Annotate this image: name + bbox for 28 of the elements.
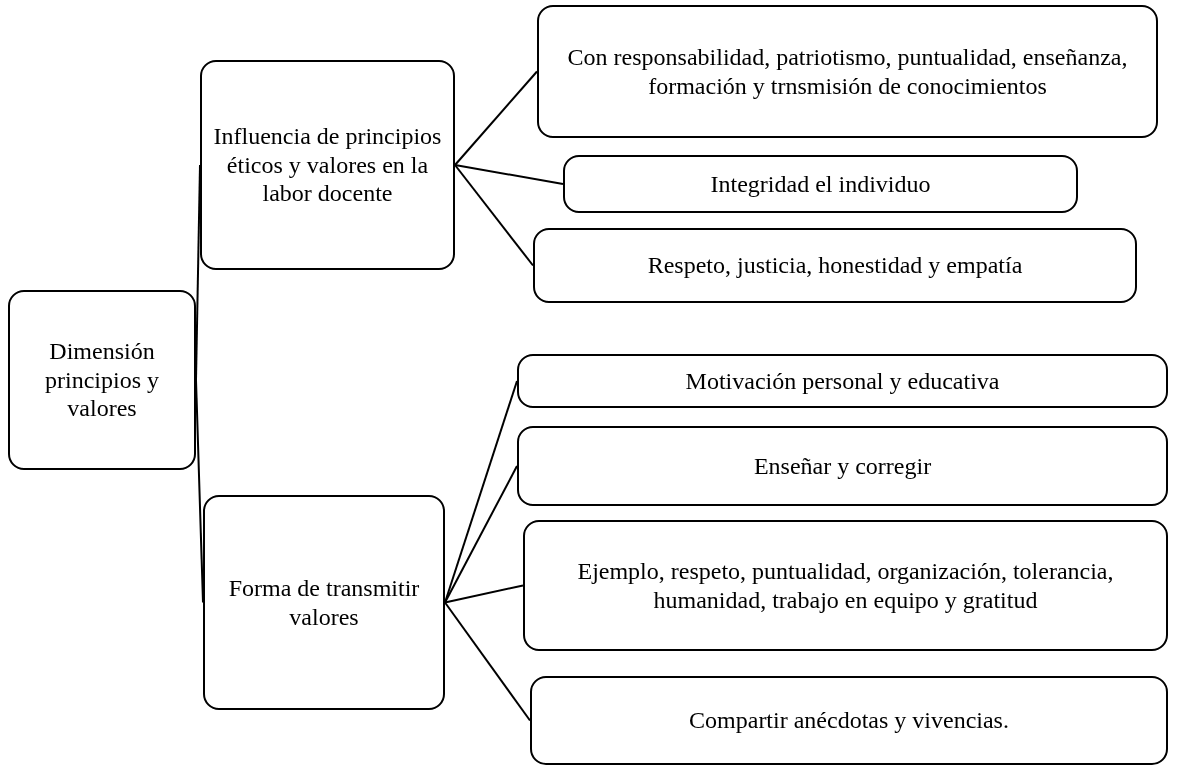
- rounded-box: [517, 426, 1168, 506]
- node-text: Con responsabilidad, patriotismo, puntualidad, enseñanza, formación y trnsmisión de conocimientos: [566, 42, 1129, 101]
- connector-line: [454, 164, 534, 267]
- connector-line: [444, 584, 524, 604]
- connector-line: [454, 70, 538, 166]
- node-text: Integridad el individuo: [710, 169, 931, 199]
- connector-line: [454, 164, 564, 185]
- rounded-box: [530, 676, 1168, 765]
- node-text: Respeto, justicia, honestidad y empatía: [647, 251, 1023, 280]
- rounded-box: [200, 60, 455, 270]
- rounded-box: [523, 520, 1168, 651]
- connector-line: [195, 164, 201, 381]
- node-text: Ejemplo, respeto, puntualidad, organización, tolerancia, humanidad, trabajo en equipo y gratitud: [576, 556, 1115, 615]
- node-text: Compartir anécdotas y vivencias.: [689, 706, 1009, 735]
- node-text: Forma de transmitir valores: [227, 573, 421, 632]
- connector-line: [195, 379, 204, 604]
- rounded-box: [517, 354, 1168, 408]
- rounded-box: [563, 155, 1078, 213]
- rounded-box: [203, 495, 445, 710]
- rounded-box: [537, 5, 1158, 138]
- rounded-box: [8, 290, 196, 470]
- connector-line: [444, 465, 518, 604]
- node-text: Enseñar y corregir: [753, 451, 932, 481]
- node-text: Influencia de principios éticos y valores en la labor docente: [212, 121, 443, 209]
- node-text: Dimensión principios y valores: [44, 336, 160, 424]
- rounded-box: [533, 228, 1137, 303]
- connector-line: [444, 601, 531, 722]
- node-text: Motivación personal y educativa: [685, 366, 1000, 396]
